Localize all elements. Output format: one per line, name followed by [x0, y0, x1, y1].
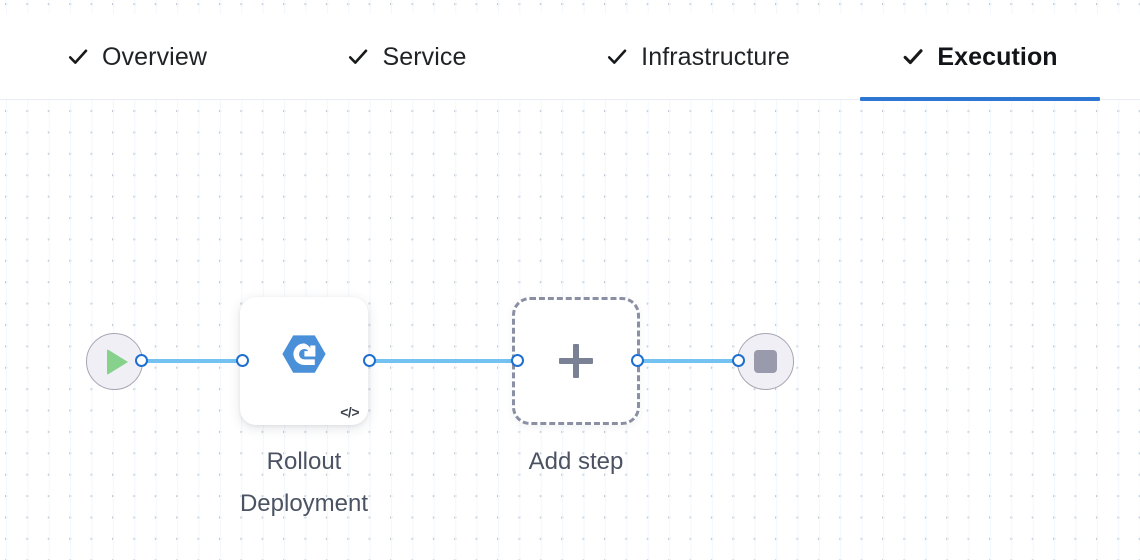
play-icon [107, 348, 128, 375]
tab-overview[interactable]: Overview [28, 14, 246, 100]
code-icon[interactable]: </> [340, 404, 359, 420]
edge-addstep-to-end[interactable] [637, 359, 738, 363]
check-icon [902, 46, 924, 68]
active-tab-indicator [860, 97, 1100, 101]
pipeline-tab-bar: Overview Service Infrastructure Executio… [0, 14, 1140, 101]
check-icon [606, 46, 628, 68]
check-icon [347, 46, 369, 68]
port-addstep-input[interactable] [511, 354, 524, 367]
step-caption-rollout-deployment: Rollout Deployment [239, 448, 369, 517]
step-node-rollout-deployment[interactable]: </> [240, 297, 368, 425]
check-icon [67, 46, 89, 68]
plus-icon [559, 344, 593, 378]
port-rollout-output[interactable] [363, 354, 376, 367]
tab-label: Overview [102, 42, 207, 71]
flow-end-node[interactable] [737, 333, 794, 390]
rollout-hexagon-icon [276, 331, 332, 387]
tab-infrastructure[interactable]: Infrastructure [566, 14, 830, 100]
port-addstep-output[interactable] [631, 354, 644, 367]
add-step-caption: Add step [528, 448, 624, 475]
edge-start-to-rollout[interactable] [141, 359, 242, 363]
flow-start-node[interactable] [86, 333, 143, 390]
port-end-input[interactable] [732, 354, 745, 367]
tab-label: Service [382, 42, 467, 71]
execution-flow-graph: </> Rollout Deployment Add step [0, 100, 1140, 560]
port-rollout-input[interactable] [236, 354, 249, 367]
port-start-output[interactable] [135, 354, 148, 367]
tab-label: Execution [937, 42, 1058, 71]
tab-execution[interactable]: Execution [860, 14, 1100, 101]
tab-service[interactable]: Service [318, 14, 496, 100]
tab-label: Infrastructure [641, 42, 790, 71]
stop-icon [754, 350, 777, 373]
edge-rollout-to-addstep[interactable] [369, 359, 517, 363]
add-step-node[interactable] [512, 297, 640, 425]
